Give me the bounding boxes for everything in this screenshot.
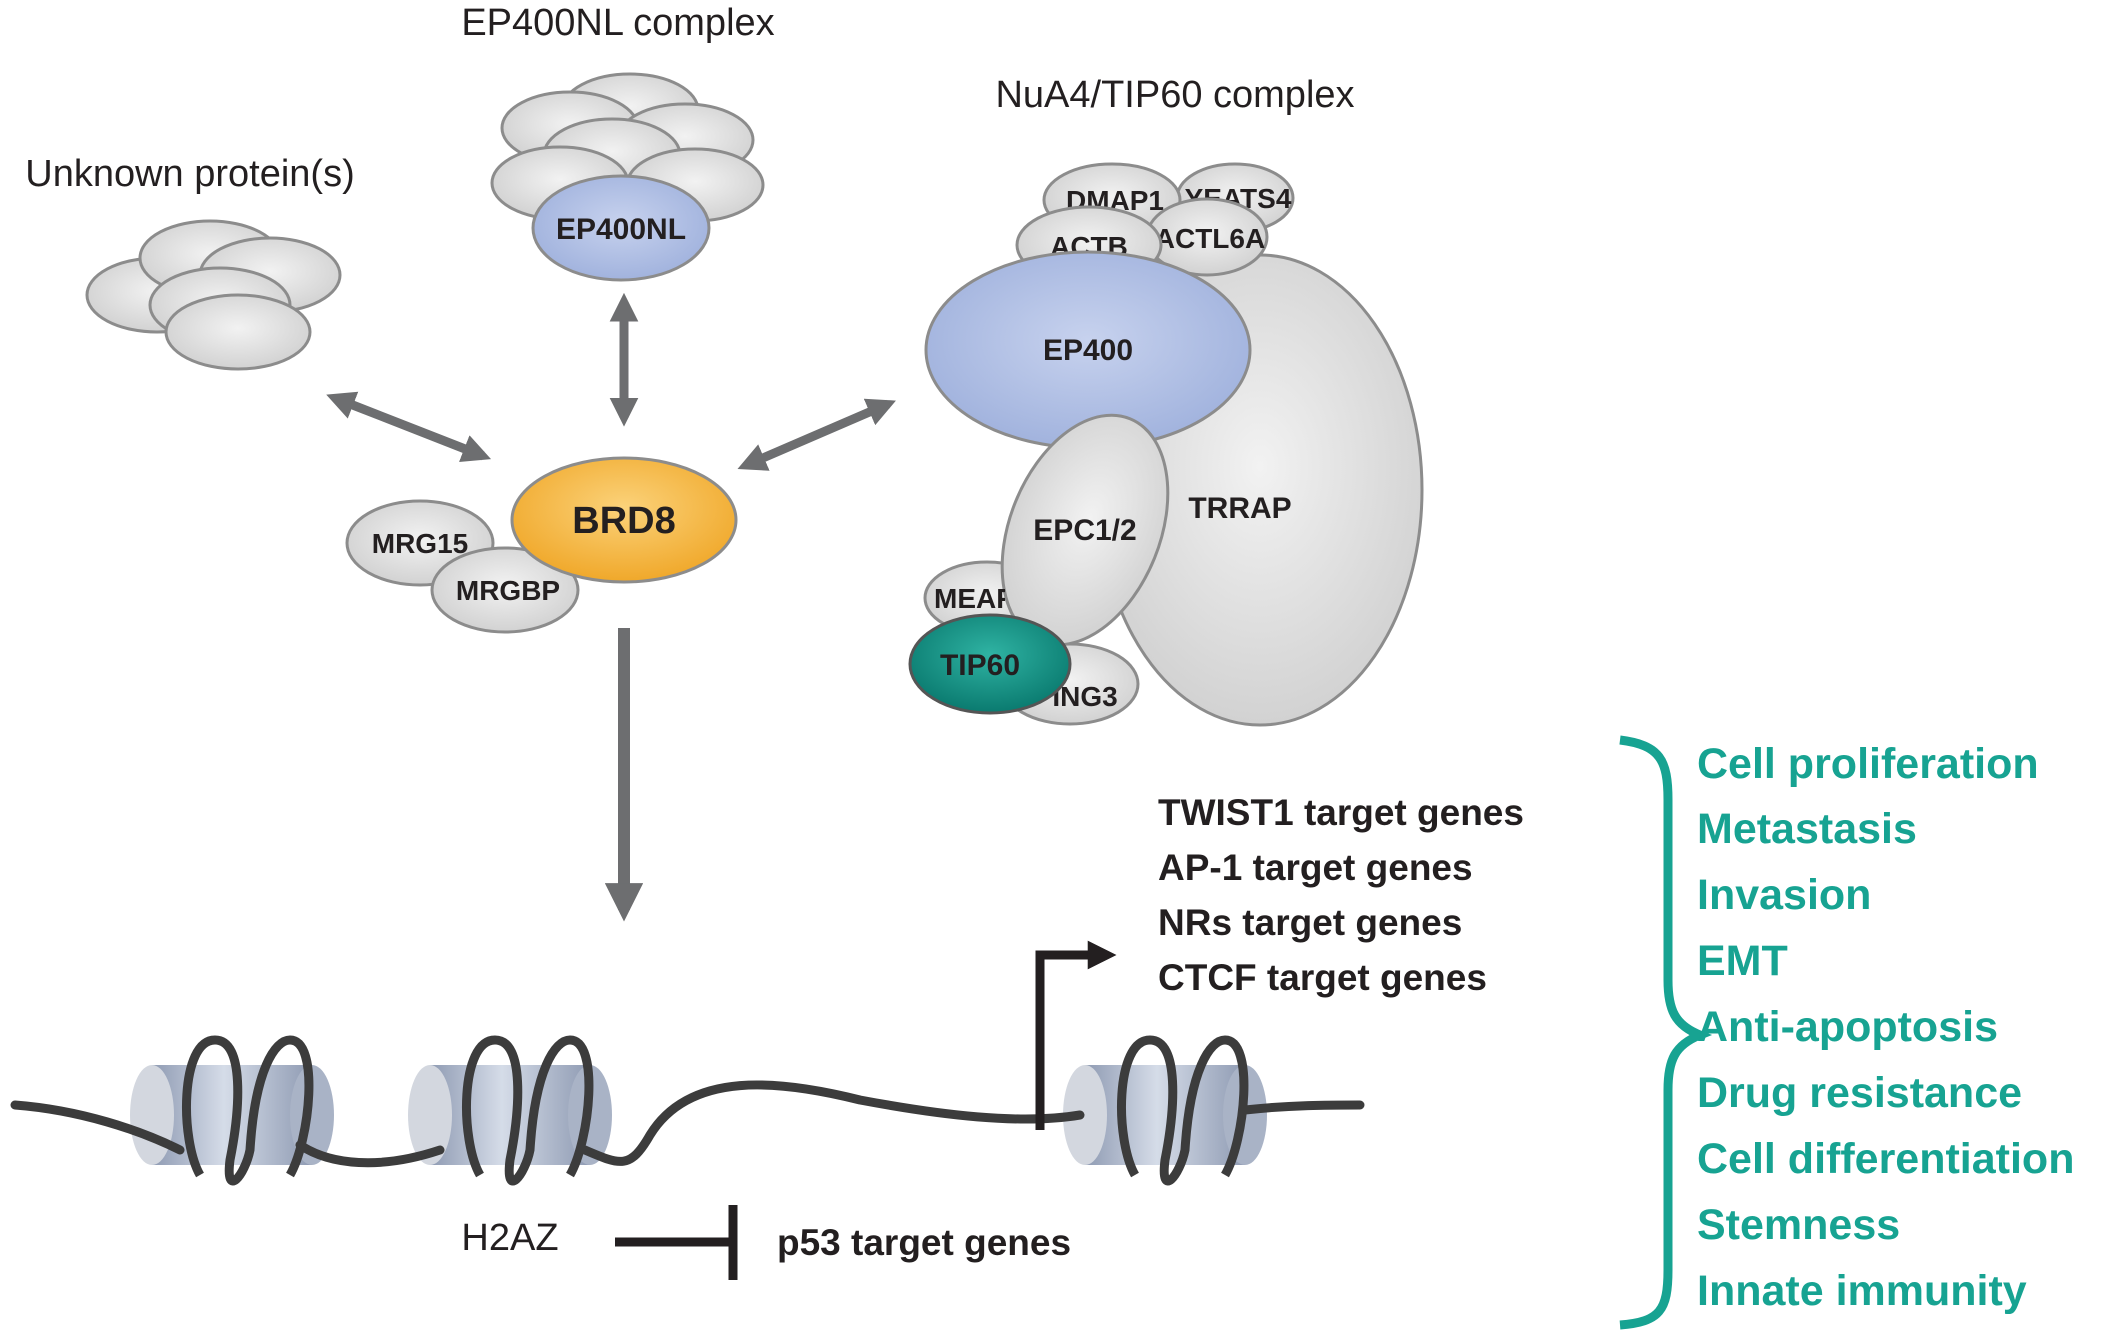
arrow-nua4-brd8 <box>737 398 896 471</box>
actl6a-label: ACTL6A <box>1155 223 1265 254</box>
meaf6-label: MEAF6 <box>934 583 1029 614</box>
mrgbp-label: MRGBP <box>456 575 560 606</box>
activated-gene-item: AP-1 target genes <box>1158 847 1473 888</box>
transcription-start-arrow <box>1035 940 1117 1130</box>
brd8-cluster: MRG15 MRGBP BRD8 <box>345 456 738 634</box>
ep400nl-protein <box>531 174 711 282</box>
dna-wrap-3 <box>1116 1035 1249 1186</box>
chromatin <box>10 940 1365 1186</box>
brd8-protein <box>510 456 738 584</box>
activated-gene-item: TWIST1 target genes <box>1158 792 1524 833</box>
dna-wrap-1 <box>181 1035 314 1186</box>
ep400-label: EP400 <box>1043 334 1133 367</box>
unknown-proteins-title: Unknown protein(s) <box>25 153 354 195</box>
outcome-item: Cell differentiation <box>1697 1135 2074 1183</box>
outcomes-list: Cell proliferation Metastasis Invasion E… <box>1697 740 2074 1315</box>
outcome-item: Cell proliferation <box>1697 740 2039 788</box>
tip60-label: TIP60 <box>940 649 1020 682</box>
outcome-item: Invasion <box>1697 871 1871 919</box>
nua4-tip60-complex-title: NuA4/TIP60 complex <box>995 74 1354 116</box>
p53-target-genes: p53 target genes <box>777 1222 1071 1263</box>
outcome-brace <box>1619 735 1713 1330</box>
ep400nl-label: EP400NL <box>556 213 686 246</box>
interaction-arrows <box>326 292 896 922</box>
outcome-item: Stemness <box>1697 1201 1900 1249</box>
outcome-item: Metastasis <box>1697 805 1917 853</box>
epc12-label: EPC1/2 <box>1033 514 1136 547</box>
nua4-tip60-complex: TRRAP YEATS4 DMAP1 ACTL6A ACTB EP400 ING… <box>908 162 1424 727</box>
ep400nl-complex: EP400NL <box>490 72 765 282</box>
arrow-unknown-brd8 <box>326 391 492 463</box>
dna-wrap-2 <box>461 1035 594 1186</box>
ep400nl-complex-title: EP400NL complex <box>461 2 774 44</box>
outcome-item: Drug resistance <box>1697 1069 2022 1117</box>
unknown-proteins-cluster <box>85 219 342 371</box>
activated-gene-item: NRs target genes <box>1158 902 1462 943</box>
tip60-protein <box>908 613 1072 715</box>
mrgbp-protein <box>430 546 580 634</box>
inhibition-bar <box>615 1205 738 1280</box>
outcome-item: Innate immunity <box>1697 1267 2027 1315</box>
brd8-label: BRD8 <box>572 500 675 542</box>
activated-gene-item: CTCF target genes <box>1158 957 1487 998</box>
activated-genes-list: TWIST1 target genes AP-1 target genes NR… <box>1158 792 1524 998</box>
mrg15-label: MRG15 <box>372 528 468 559</box>
outcome-item: Anti-apoptosis <box>1697 1003 1998 1051</box>
dna-strand <box>10 1080 1365 1168</box>
outcome-item: EMT <box>1697 937 1788 985</box>
trrap-label: TRRAP <box>1188 492 1291 525</box>
h2az-label: H2AZ <box>461 1217 558 1259</box>
